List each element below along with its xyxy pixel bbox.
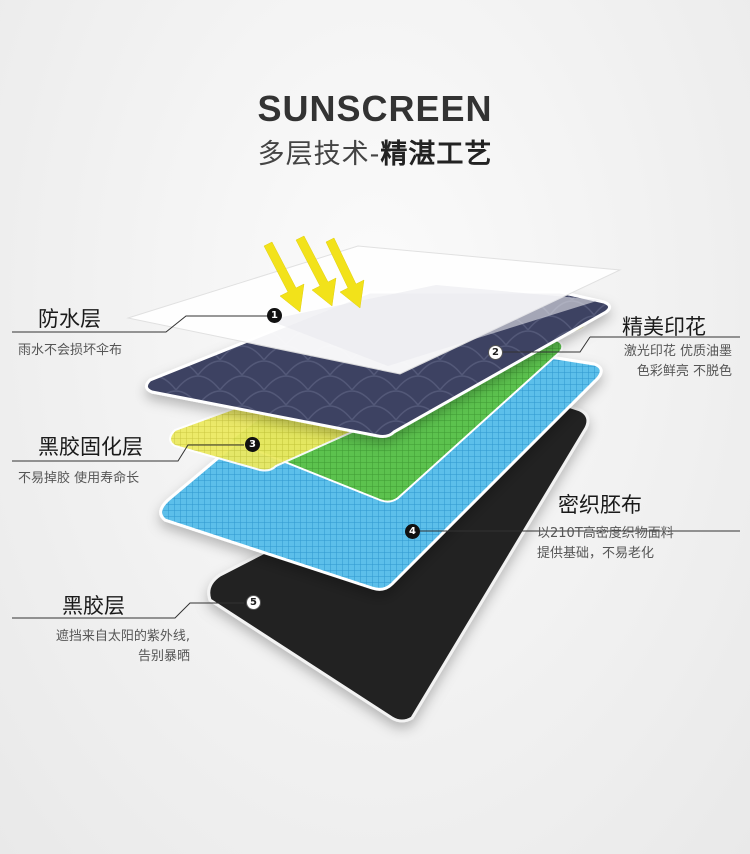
- layer-5-title: 黑胶层: [62, 594, 125, 618]
- layer-4-badge: 4: [405, 524, 420, 539]
- sun-arrows: [263, 235, 365, 313]
- subtitle-bold: 精湛工艺: [380, 139, 493, 170]
- layer-1-desc: 雨水不会损坏伞布: [18, 343, 123, 358]
- subtitle-light: 多层技术-: [257, 139, 381, 170]
- layer-4-desc: 以210T高密度织物面料 提供基础，不易老化: [537, 526, 674, 561]
- layer-3-title: 黑胶固化层: [38, 435, 143, 459]
- layer-3-badge: 3: [245, 437, 260, 452]
- layer-2-desc: 激光印花 优质油墨 色彩鲜亮 不脱色: [623, 344, 732, 379]
- layer-5-desc: 遮挡来自太阳的紫外线, 告别暴晒: [55, 629, 190, 664]
- layer-1-title: 防水层: [38, 307, 101, 331]
- page-title: SUNSCREEN: [257, 88, 493, 129]
- page-subtitle: 多层技术-精湛工艺: [0, 132, 750, 171]
- layer-1-badge: 1: [267, 308, 282, 323]
- layer-2-badge: 2: [488, 345, 503, 360]
- layer-2-title: 精美印花: [622, 315, 706, 339]
- waterproof-layer-inner: [268, 285, 600, 366]
- leader-lines: [12, 315, 740, 619]
- layer-4-title: 密织胚布: [558, 493, 642, 517]
- layer-3-desc: 不易掉胶 使用寿命长: [18, 471, 140, 486]
- layer-5-badge: 5: [246, 595, 261, 610]
